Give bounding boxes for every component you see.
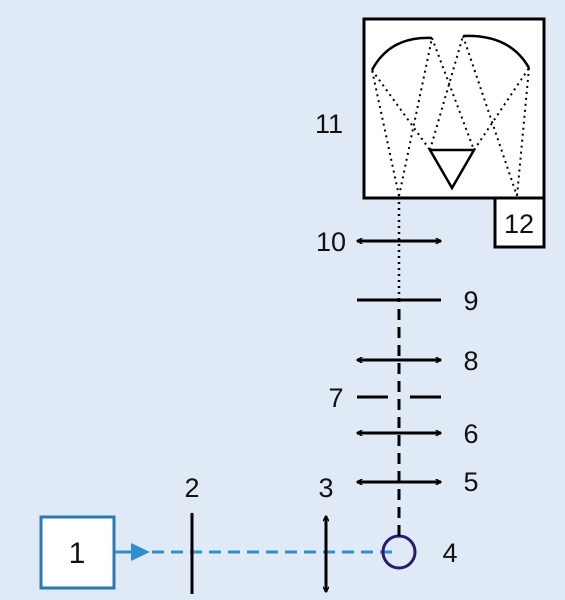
label-source: 1 [69,537,86,570]
light-source-box [39,515,116,590]
label-lens-in: 3 [318,473,333,503]
label-slit-7: 7 [328,383,343,413]
label-lens-6: 6 [463,419,478,449]
label-aperture: 2 [184,473,199,503]
label-slit-9: 9 [463,286,478,316]
label-sample: 4 [442,538,457,568]
spectrometer-mirror-left [370,36,433,71]
label-lens-8: 8 [463,346,478,376]
spectrometer-rays [371,35,530,197]
beam-arrow-head [131,543,150,561]
label-spectrometer: 11 [315,109,343,139]
spectrometer-grating [427,148,477,191]
label-detector: 12 [504,209,534,239]
label-lens-5: 5 [463,467,478,497]
spectrometer-mirror-right [462,34,531,69]
label-lens-10: 10 [316,227,346,257]
detector-box [493,196,546,249]
